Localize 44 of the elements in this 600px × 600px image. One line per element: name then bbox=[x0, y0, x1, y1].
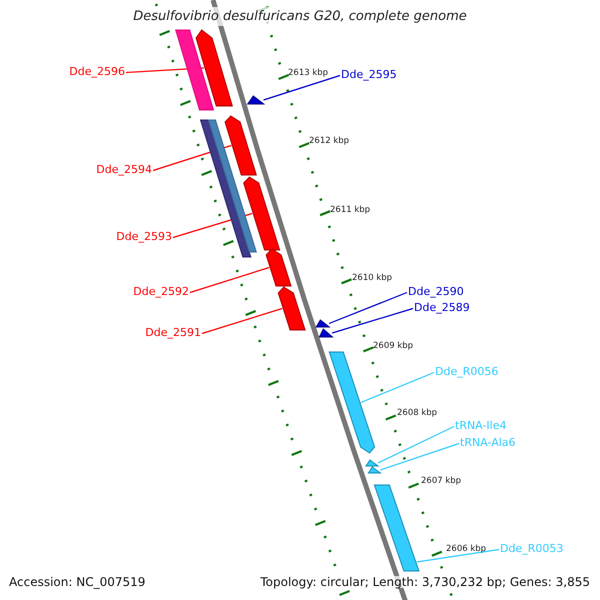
gene-label: Dde_R0053 bbox=[500, 543, 564, 554]
gene-label: tRNA-Ile4 bbox=[455, 420, 507, 431]
accession-text: Accession: NC_007519 bbox=[9, 576, 146, 588]
gene-label: Dde_2595 bbox=[341, 69, 397, 80]
gene-label: Dde_R0056 bbox=[435, 366, 498, 377]
leader-line bbox=[328, 292, 408, 324]
tick-label: 2608 kbp bbox=[397, 409, 438, 418]
leader-line bbox=[190, 266, 270, 294]
gene-segment bbox=[243, 176, 280, 250]
leader-line bbox=[380, 442, 460, 471]
leader-line bbox=[378, 426, 454, 464]
feature-bar bbox=[208, 120, 257, 252]
gene-label: Dde_2596 bbox=[69, 66, 125, 77]
gene-segment bbox=[196, 29, 233, 106]
leader-line bbox=[360, 372, 434, 404]
tick-label: 2610 kbp bbox=[352, 274, 392, 282]
feature-bar bbox=[175, 30, 214, 110]
gene-segment bbox=[318, 328, 333, 338]
gene-segment bbox=[328, 352, 376, 454]
leader-line bbox=[416, 548, 500, 563]
gene-segment bbox=[316, 319, 330, 328]
leader-line bbox=[263, 74, 340, 101]
gene-label: Dde_2590 bbox=[408, 286, 464, 297]
gene-segment bbox=[374, 484, 420, 572]
gene-segment bbox=[278, 286, 306, 330]
gene-label: Dde_2591 bbox=[145, 327, 201, 338]
gene-label: tRNA-Ala6 bbox=[460, 437, 516, 448]
tick-label: 2613 kbp bbox=[288, 69, 328, 78]
gene-label: Dde_2593 bbox=[116, 231, 172, 242]
gene-segment bbox=[266, 248, 292, 286]
tick-label: 2611 kbp bbox=[330, 206, 370, 214]
tick-label: 2609 kbp bbox=[373, 342, 414, 350]
gene-segment bbox=[247, 95, 264, 104]
gene-segment bbox=[366, 459, 378, 466]
gene-label: Dde_2594 bbox=[96, 164, 152, 175]
gene-segment bbox=[224, 115, 257, 176]
gene-label: Dde_2592 bbox=[133, 286, 189, 297]
tick-label: 2612 kbp bbox=[309, 137, 350, 146]
leader-line bbox=[332, 308, 414, 334]
gene-segment bbox=[368, 466, 381, 474]
leader-line bbox=[202, 308, 282, 334]
gene-label: Dde_2589 bbox=[414, 302, 470, 313]
tick-label: 2607 kbp bbox=[421, 477, 462, 486]
tick-label: 2606 kbp bbox=[446, 545, 486, 554]
